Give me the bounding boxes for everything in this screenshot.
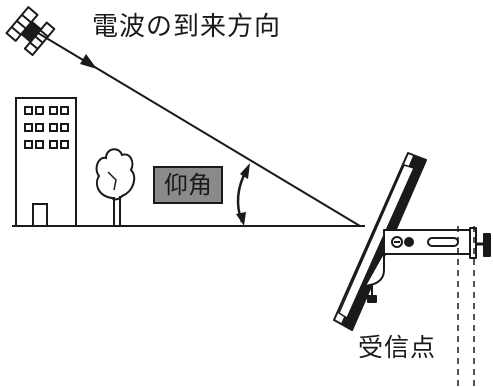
satellite-icon [5,6,56,57]
elevation-angle-label: 仰角 [153,166,223,204]
tree-icon [95,148,136,226]
receiving-point-label: 受信点 [358,333,437,362]
arc-arrow-top [240,163,250,179]
wave-direction-label: 電波の到来方向 [92,12,282,42]
arc-arrow-bottom [236,212,246,226]
building-icon [15,97,77,227]
dish-antenna-icon [333,152,491,331]
wave-direction-arrow [80,54,97,69]
mast-pole [457,226,475,387]
